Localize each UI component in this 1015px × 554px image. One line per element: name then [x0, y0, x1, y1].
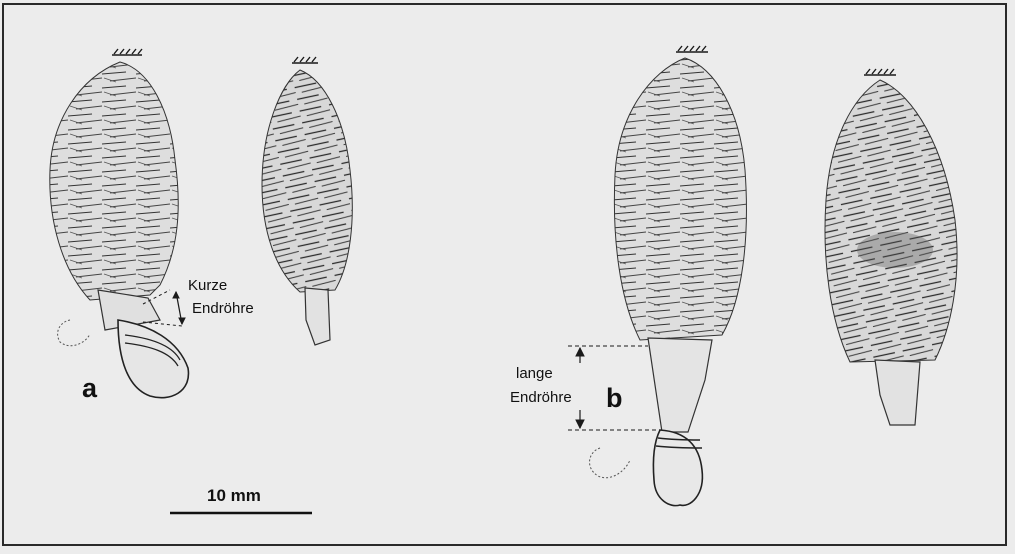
short-tube-label-line2: Endröhre [192, 299, 254, 319]
scale-bar-label: 10 mm [207, 486, 261, 506]
attachment-hatch-a1 [112, 49, 142, 55]
case-a-right [262, 57, 352, 345]
panel-label-a: a [82, 373, 97, 404]
panel-label-b: b [606, 383, 623, 414]
short-tube-label-line1: Kurze [188, 276, 227, 296]
attachment-hatch-b2 [864, 69, 896, 75]
case-b-right [825, 69, 957, 425]
long-tube-label-line2: Endröhre [510, 388, 572, 408]
case-a-left [50, 49, 189, 398]
attachment-hatch-a2 [292, 57, 318, 63]
long-tube-label-line1: lange [516, 364, 553, 384]
attachment-hatch-b1 [676, 46, 708, 52]
case-b-left [590, 46, 747, 506]
